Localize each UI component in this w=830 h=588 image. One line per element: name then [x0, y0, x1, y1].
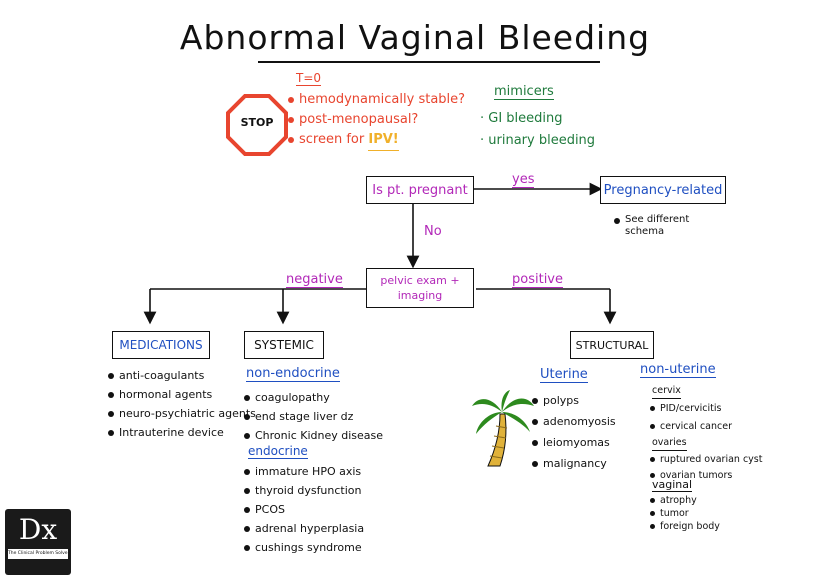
endocrine-item: thyroid dysfunction: [255, 484, 362, 497]
pregnancy-related-label: Pregnancy-related: [603, 182, 723, 198]
uterine-item: polyps: [543, 394, 579, 407]
endocrine-item: PCOS: [255, 503, 285, 516]
endocrine-item: cushings syndrome: [255, 541, 362, 554]
pregnancy-note: See different schema: [614, 214, 710, 238]
uterine-item: leiomyomas: [543, 436, 610, 449]
t0-heading: T=0: [296, 71, 322, 86]
cervix-list: PID/cervicitis cervical cancer: [650, 400, 732, 436]
non-endocrine-item: coagulopathy: [255, 391, 330, 404]
t0-item: hemodynamically stable?: [299, 92, 466, 107]
ovaries-item: ruptured ovarian cyst: [660, 454, 763, 465]
cervix-heading: cervix: [652, 384, 681, 399]
uterine-heading: Uterine: [540, 367, 588, 383]
pelvic-exam-box: pelvic exam + imaging: [366, 268, 474, 308]
medication-item: neuro-psychiatric agents: [119, 407, 256, 420]
non-endocrine-heading: non-endocrine: [246, 366, 340, 382]
yes-label: yes: [512, 172, 535, 188]
vaginal-list: atrophy tumor foreign body: [650, 494, 720, 533]
pregnancy-related-box: Pregnancy-related: [600, 176, 726, 204]
medications-list: anti-coagulants hormonal agents neuro-ps…: [108, 366, 256, 442]
ovaries-heading: ovaries: [652, 436, 687, 451]
pregnancy-question-label: Is pt. pregnant: [372, 182, 468, 198]
endocrine-item: adrenal hyperplasia: [255, 522, 365, 535]
endocrine-list: immature HPO axis thyroid dysfunction PC…: [244, 462, 364, 557]
medication-item: hormonal agents: [119, 388, 213, 401]
palm-tree-icon: [472, 390, 534, 467]
t0-item: screen for: [299, 132, 369, 147]
mimicer-item: GI bleeding: [488, 111, 563, 126]
medication-item: Intrauterine device: [119, 426, 224, 439]
title-underline: [258, 61, 600, 63]
non-endocrine-item: Chronic Kidney disease: [255, 429, 384, 442]
t0-list: hemodynamically stable? post-menopausal?…: [288, 90, 465, 151]
pregnancy-question-box: Is pt. pregnant: [366, 176, 474, 204]
systemic-label: SYSTEMIC: [254, 338, 314, 352]
endocrine-heading: endocrine: [248, 444, 308, 459]
cervix-item: cervical cancer: [660, 421, 732, 432]
t0-item: post-menopausal?: [299, 112, 419, 127]
ovaries-list: ruptured ovarian cyst ovarian tumors: [650, 452, 762, 484]
pelvic-exam-label: pelvic exam + imaging: [380, 274, 460, 302]
dx-logo: Dx The Clinical Problem Solvers: [5, 509, 71, 575]
stop-label: STOP: [240, 116, 274, 129]
negative-label: negative: [286, 272, 343, 288]
non-endocrine-list: coagulopathy end stage liver dz Chronic …: [244, 388, 383, 445]
mimicer-item: urinary bleeding: [488, 133, 596, 148]
cervix-item: PID/cervicitis: [660, 403, 722, 414]
medications-box: MEDICATIONS: [112, 331, 210, 359]
uterine-item: adenomyosis: [543, 415, 616, 428]
positive-label: positive: [512, 272, 563, 288]
mimicers-heading: mimicers: [494, 84, 554, 100]
pregnancy-note-text: See different schema: [625, 214, 690, 237]
vaginal-item: foreign body: [660, 521, 720, 532]
page-title: Abnormal Vaginal Bleeding: [179, 18, 651, 57]
non-endocrine-item: end stage liver dz: [255, 410, 354, 423]
mimicers-list: · GI bleeding · urinary bleeding: [480, 111, 596, 148]
vaginal-heading: vaginal: [652, 478, 693, 492]
structural-label: STRUCTURAL: [575, 338, 649, 352]
uterine-item: malignancy: [543, 457, 607, 470]
uterine-list: polyps adenomyosis leiomyomas malignancy: [532, 390, 616, 474]
vaginal-item: tumor: [660, 508, 689, 519]
stop-sign-icon: [226, 94, 288, 156]
endocrine-item: immature HPO axis: [255, 465, 362, 478]
ipv-highlight: IPV!: [368, 130, 399, 151]
no-label: No: [424, 224, 442, 239]
vaginal-item: atrophy: [660, 495, 697, 506]
structural-box: STRUCTURAL: [570, 331, 654, 359]
medication-item: anti-coagulants: [119, 369, 205, 382]
dx-logo-mark: Dx: [18, 513, 58, 546]
non-uterine-heading: non-uterine: [640, 362, 716, 378]
dx-logo-caption: The Clinical Problem Solvers: [8, 549, 68, 559]
ovaries-item: ovarian tumors: [660, 470, 733, 481]
systemic-box: SYSTEMIC: [244, 331, 324, 359]
medications-label: MEDICATIONS: [119, 338, 203, 352]
